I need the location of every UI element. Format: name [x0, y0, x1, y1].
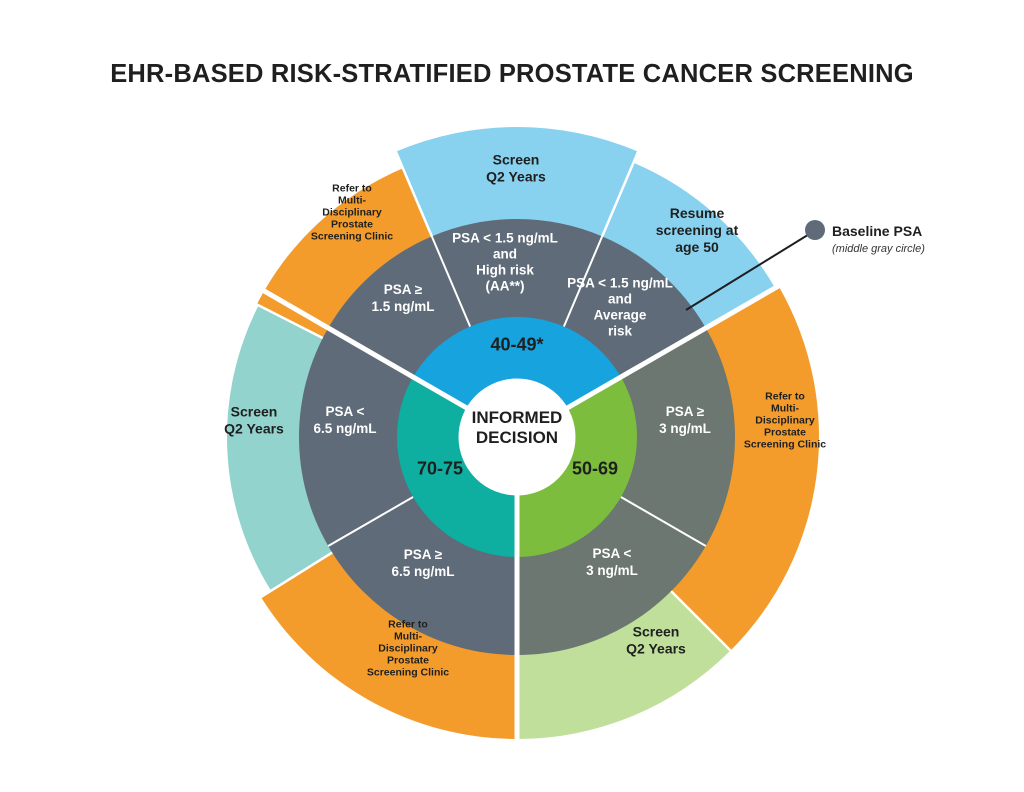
psa-ge-1-5	[328, 236, 471, 378]
psa-label-lt-3: PSA <3 ng/mL	[586, 546, 638, 578]
divider-outer-2	[601, 132, 648, 237]
divider-outer-3	[670, 590, 752, 672]
psa-lt-3	[517, 496, 706, 655]
divider-outer-4	[236, 551, 333, 613]
age-group-70-75	[397, 377, 517, 557]
legend-note: (middle gray circle)	[832, 243, 925, 255]
action-refer-clinic-40-49	[256, 168, 433, 339]
legend: Baseline PSA (middle gray circle)	[685, 220, 925, 311]
age-group-50-69	[517, 377, 637, 557]
diagram-title: EHR-BASED RISK-STRATIFIED PROSTATE CANCE…	[110, 60, 914, 88]
psa-lt-1-5-average-risk	[563, 236, 706, 378]
legend-label: Baseline PSA	[832, 223, 922, 239]
divider-outer-1	[386, 132, 433, 237]
action-screen-q2-70-75	[226, 305, 333, 591]
action-refer-clinic-70-75	[260, 551, 517, 739]
legend-leader-line	[685, 232, 812, 311]
divider-minor-2	[562, 235, 604, 327]
psa-label-lt-6-5: PSA <6.5 ng/mL	[313, 404, 376, 436]
action-ring	[226, 127, 819, 739]
psa-lt-6-5	[299, 328, 414, 546]
age-group-ring	[397, 317, 637, 557]
psa-ge-6-5	[328, 496, 517, 655]
action-resume-at-50	[601, 162, 776, 329]
legend-dot-icon	[805, 220, 825, 240]
segment-dividers	[222, 132, 805, 767]
divider-minor-1	[430, 235, 472, 327]
age-group-40-49	[413, 317, 621, 409]
divider-major-1	[565, 269, 805, 411]
psa-ge-3	[620, 328, 735, 546]
psa-lt-1-5-high-risk	[431, 219, 603, 328]
action-screen-q2-40-49	[395, 127, 639, 238]
psa-label-ge-3: PSA ≥3 ng/mL	[659, 404, 711, 436]
action-refer-clinic-50-69	[670, 286, 819, 651]
age-label-50-69: 50-69	[572, 458, 618, 478]
baseline-psa-ring	[299, 219, 735, 655]
age-label-40-49: 40-49*	[490, 334, 543, 354]
center-circle-edge	[458, 378, 576, 496]
center-circle	[458, 378, 576, 496]
psa-label-ge-1-5: PSA ≥1.5 ng/mL	[371, 282, 434, 314]
divider-major-3	[229, 269, 469, 411]
psa-label-ge-6-5: PSA ≥6.5 ng/mL	[391, 547, 454, 579]
divider-minor-4	[327, 496, 414, 547]
age-label-70-75: 70-75	[417, 458, 463, 478]
action-screen-q2-50-69	[517, 590, 731, 739]
divider-outer-5	[222, 286, 324, 340]
divider-minor-3	[620, 496, 707, 547]
